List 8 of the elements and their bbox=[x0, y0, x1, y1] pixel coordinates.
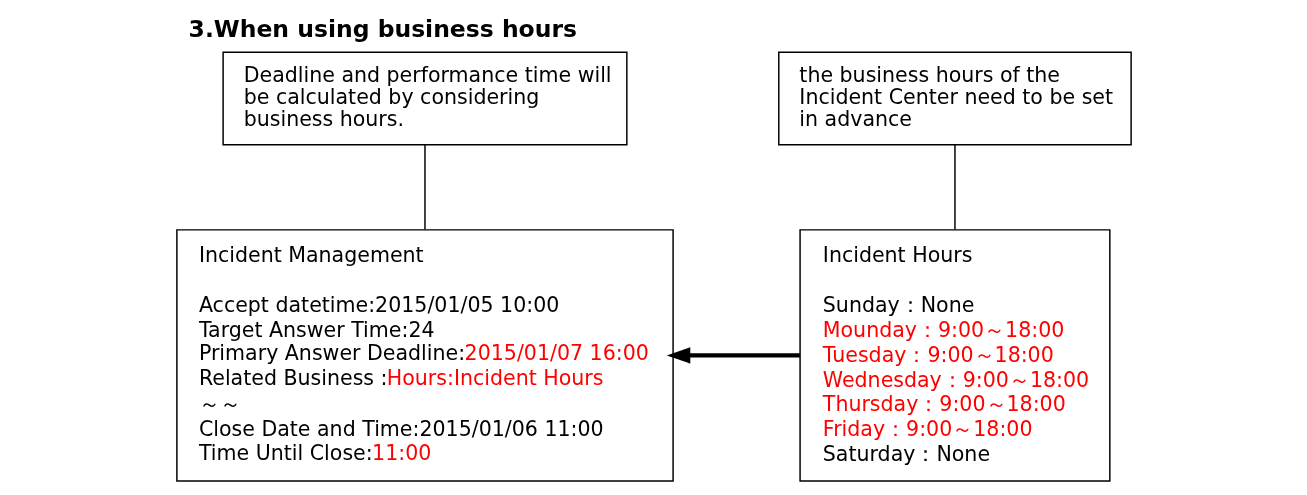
node-box: Incident Hours Sunday：None Mounday：9:00～18:00 Tuesday：9:00～18:00 Wednesday：9:00～18:00 Thursday：9:00～18:00 Friday：9:00～18:00 Saturday：None bbox=[798, 229, 1111, 482]
connector bbox=[953, 144, 956, 231]
arrow bbox=[666, 347, 800, 364]
node-box: Incident Management Accept datetime:2015/01/05 10:00 Target Answer Time:24 Primary Answer Deadline:2015/01/07 16:00 Related Business :Hours:Incident Hours ～～ Close Date and Time:2015/01/06 11:00 Time Until Close:11:00 bbox=[175, 229, 674, 482]
diagram-title: 3.When using business hours bbox=[188, 15, 577, 44]
connector bbox=[423, 144, 426, 231]
node-box: Deadline and performance time will be calculated by considering business hours. bbox=[221, 51, 628, 146]
node-box: the business hours of the Incident Center need to be set in advance bbox=[777, 51, 1132, 146]
